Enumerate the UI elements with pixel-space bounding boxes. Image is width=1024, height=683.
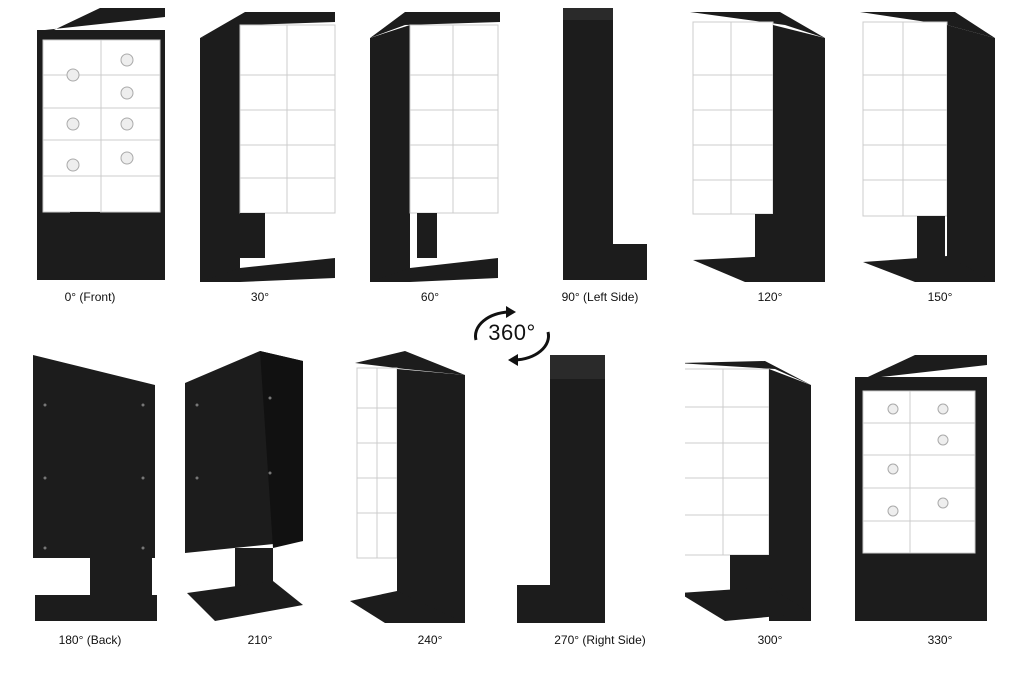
view-330: 330°	[855, 343, 1024, 668]
view-caption: 90° (Left Side)	[561, 290, 639, 304]
cabinet-240-image	[350, 351, 465, 623]
cabinet-60-image	[370, 12, 500, 282]
view-caption: 150°	[927, 290, 953, 304]
cabinet-left-side-image	[563, 8, 647, 280]
view-60: 60°	[345, 0, 515, 325]
view-back: 180° (Back)	[5, 343, 175, 668]
view-caption: 120°	[757, 290, 783, 304]
cabinet-120-image	[690, 12, 825, 282]
view-caption: 270° (Right Side)	[554, 633, 646, 647]
cabinet-150-image	[860, 12, 995, 282]
view-caption: 300°	[757, 633, 783, 647]
view-caption: 210°	[247, 633, 273, 647]
view-caption: 30°	[250, 290, 270, 304]
view-caption: 240°	[417, 633, 443, 647]
view-120: 120°	[685, 0, 855, 325]
cabinet-back-image	[33, 355, 157, 621]
view-left-side: 90° (Left Side)	[515, 0, 685, 325]
cabinet-210-image	[185, 351, 303, 621]
view-300: 300°	[685, 343, 855, 668]
view-210: 210°	[175, 343, 345, 668]
cabinet-right-side-image	[517, 355, 605, 623]
view-caption: 330°	[927, 633, 953, 647]
view-caption: 0° (Front)	[64, 290, 116, 304]
view-caption: 180° (Back)	[58, 633, 122, 647]
cabinet-front-image	[37, 8, 165, 280]
badge-label: 360°	[488, 320, 536, 345]
cabinet-330-image	[855, 355, 987, 621]
view-30: 30°	[175, 0, 345, 325]
view-caption: 60°	[420, 290, 440, 304]
view-right-side: 270° (Right Side)	[515, 343, 685, 668]
cabinet-300-image	[685, 361, 811, 621]
view-front: 0° (Front)	[5, 0, 175, 325]
rotation-360-badge: 360°	[462, 300, 562, 372]
rotate-arrows-icon	[474, 306, 550, 366]
view-150: 150°	[855, 0, 1024, 325]
view-240: 240°	[345, 343, 515, 668]
cabinet-30-image	[200, 12, 336, 282]
